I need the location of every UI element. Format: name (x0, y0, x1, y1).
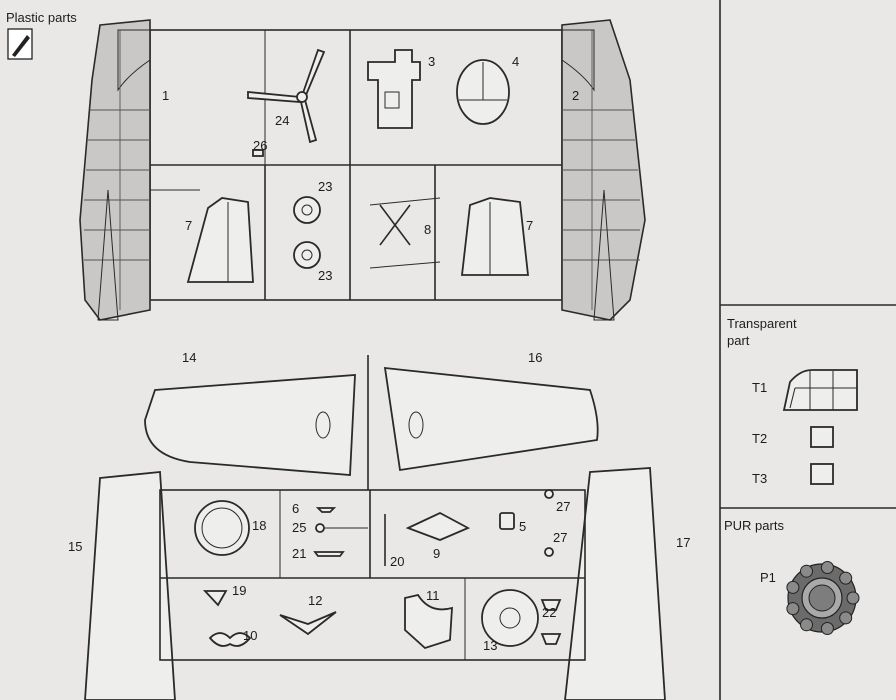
part-9 (405, 511, 471, 541)
upper-part-number-label: 7 (526, 218, 533, 233)
lower-part-number-label: 27 (556, 499, 570, 514)
engine-cylinder (820, 561, 834, 574)
upper-part-number-label: 3 (428, 54, 435, 69)
upper-part-number-label: 8 (424, 222, 431, 237)
part-code-t2: T2 (752, 431, 767, 446)
lower-part-number-label: 5 (519, 519, 526, 534)
part-25 (315, 523, 325, 533)
stabilizer-right (460, 197, 530, 276)
lower-part-number-label: 27 (553, 530, 567, 545)
part-code-t1: T1 (752, 380, 767, 395)
pur-parts-panel: PUR parts P1 (724, 518, 860, 635)
part-21 (313, 551, 345, 557)
upper-part-number-label: 4 (512, 54, 519, 69)
part-19 (202, 590, 228, 607)
part-22-lower (540, 633, 562, 645)
engine-cylinder (839, 571, 853, 585)
t2-part (810, 426, 834, 448)
lower-part-number-label: 22 (542, 605, 556, 620)
engine-cylinder (839, 611, 853, 625)
upper-part-number-label: 23 (318, 268, 332, 283)
part-5 (499, 512, 515, 530)
stabilizer-left (186, 197, 254, 283)
t3-part (810, 463, 834, 485)
wheel-hub-part (481, 589, 539, 647)
side-panel-right (564, 467, 666, 700)
transparent-parts-panel: Transparent part T1 T2 T3 (727, 316, 858, 486)
upper-part-number-label: 26 (253, 138, 267, 153)
pur-parts-label: PUR parts (724, 518, 784, 533)
upper-part-number-label: 24 (275, 113, 289, 128)
part-code-t3: T3 (752, 471, 767, 486)
ring-part (194, 500, 250, 556)
lower-part-number-label: 17 (676, 535, 690, 550)
plastic-parts-title: Plastic parts (6, 10, 77, 25)
part-26 (252, 149, 264, 157)
strut-part (369, 197, 441, 269)
side-panel-left (84, 471, 176, 700)
transparent-label-line1: Transparent (727, 316, 797, 331)
propeller-part (247, 48, 326, 144)
wheel-part-lower (293, 241, 321, 269)
lower-sprue-labels: 14 16 15 17 6 25 21 18 20 9 5 27 27 19 12 11 13 22 10 (68, 350, 690, 653)
upper-part-number-label: 1 (162, 88, 169, 103)
lower-part-number-label: 20 (390, 554, 404, 569)
lower-part-number-label: 13 (483, 638, 497, 653)
part-12 (279, 611, 337, 636)
engine-cylinder (846, 591, 860, 605)
upper-part-number-label: 23 (318, 179, 332, 194)
upper-part-number-label: 7 (185, 218, 192, 233)
lower-part-number-label: 18 (252, 518, 266, 533)
wing-right (383, 366, 599, 472)
part-27-lower (544, 547, 554, 557)
lower-part-number-label: 16 (528, 350, 542, 365)
upper-sprue (79, 19, 646, 321)
lower-part-number-label: 19 (232, 583, 246, 598)
engine-cylinder (786, 602, 800, 616)
lower-sprue (84, 355, 666, 700)
lower-part-number-label: 6 (292, 501, 299, 516)
lower-part-number-label: 11 (426, 588, 440, 603)
lower-part-number-label: 9 (433, 546, 440, 561)
lower-part-number-label: 21 (292, 546, 306, 561)
engine-cylinder (800, 564, 813, 578)
engine-cylinder (800, 618, 813, 632)
part-27-upper (544, 489, 554, 499)
engine-cylinder (820, 622, 834, 635)
canopy-icon (782, 369, 858, 411)
radial-engine-icon (786, 561, 860, 635)
sidebar-frame (719, 0, 896, 700)
part-22-upper (540, 599, 562, 611)
wing-left (144, 374, 356, 476)
upper-part-number-label: 2 (572, 88, 579, 103)
wheel-part-upper (293, 196, 321, 224)
lower-part-number-label: 15 (68, 539, 82, 554)
plastic-parts-header: Plastic parts (6, 10, 77, 60)
lower-part-number-label: 10 (243, 628, 257, 643)
part-6 (315, 507, 337, 513)
knife-icon (7, 28, 33, 60)
part-10 (208, 632, 252, 647)
lower-part-number-label: 25 (292, 520, 306, 535)
lower-part-number-label: 12 (308, 593, 322, 608)
part-3 (367, 49, 421, 129)
part-code-p1: P1 (760, 570, 776, 585)
engine-cylinder (786, 580, 800, 594)
transparent-label-line2: part (727, 333, 750, 348)
lower-part-number-label: 14 (182, 350, 196, 365)
part-11 (404, 593, 453, 650)
